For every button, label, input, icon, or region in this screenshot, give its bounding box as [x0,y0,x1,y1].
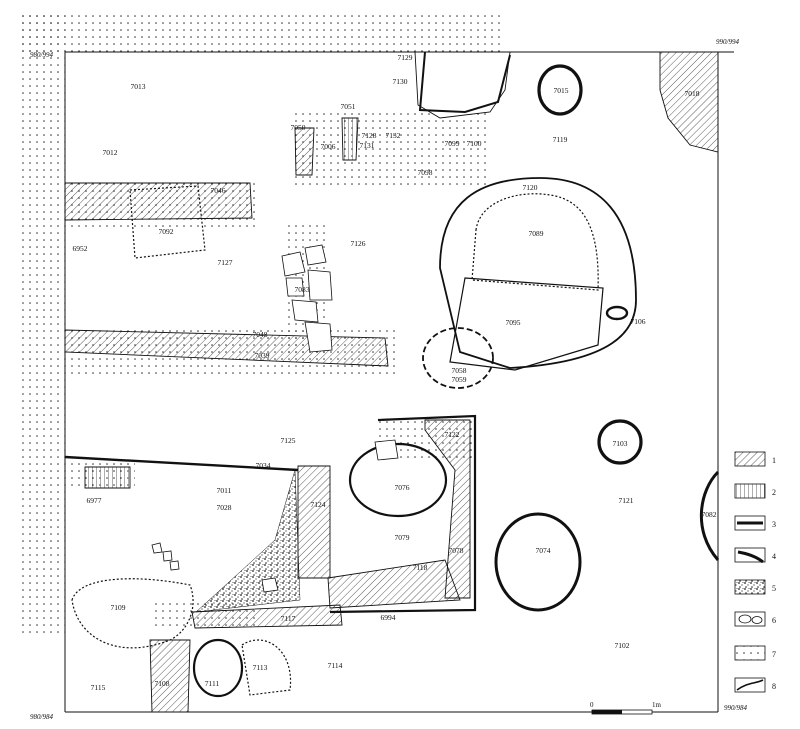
feature-label: 7103 [613,439,628,448]
feature-label: 7113 [253,663,268,672]
pit-7109 [71,578,194,649]
feature-label: 7013 [131,82,146,91]
feature-label: 7051 [341,102,356,111]
legend-label: 6 [772,616,776,625]
feature-label: 7050 [291,123,306,132]
feature-label: 7059 [452,375,467,384]
feature-label: 7118 [413,563,428,572]
feature-label: 7108 [155,679,170,688]
legend-label: 7 [772,650,776,659]
legend-swatch-1 [734,451,766,467]
feature-label: 7015 [554,86,569,95]
feature-label: 7131 [360,141,375,150]
feature-label: 7119 [553,135,568,144]
gravel-area [195,469,301,613]
feature-labels: 7013 7012 7046 7092 6952 7127 7126 7083 … [73,53,717,692]
pit-7074 [494,512,582,612]
legend-label: 2 [772,488,776,497]
legend-swatch-5 [734,579,766,595]
feature-label: 7127 [218,258,233,267]
feature-label: 7117 [281,614,296,623]
pit-7089 [471,193,599,291]
corner-coordinates: 980/994 990/994 980/984 990/984 [30,38,747,721]
corner-bottom-right: 990/984 [724,704,747,712]
walls [64,51,719,713]
corner-bottom-left: 980/984 [30,713,53,721]
feature-label: 7083 [295,285,310,294]
stones [151,244,399,593]
feature-label: 6977 [87,496,102,505]
pit-7082 [699,470,720,561]
feature-label: 7092 [159,227,174,236]
feature-label: 7006 [321,142,336,151]
feature-label: 7102 [615,641,630,650]
feature-label: 7100 [467,139,482,148]
feature-label: 7018 [685,89,700,98]
feature-label: 7130 [393,77,408,86]
scale-bar: 0 1m [590,701,662,715]
corner-top-left: 980/994 [30,51,53,59]
feature-label: 7111 [205,679,220,688]
feature-label: 7129 [398,53,413,62]
legend-swatch-7 [734,645,766,661]
feature-label: 7098 [418,168,433,177]
pit-7095 [449,277,604,371]
feature-label: 7125 [281,436,296,445]
legend-label: 1 [772,456,776,465]
legend-swatch-8 [734,677,766,693]
feature-label: 7046 [211,186,226,195]
feature-label: 7095 [506,318,521,327]
feature-label: 7106 [631,317,646,326]
scale-start: 0 [590,701,594,709]
feature-label: 7078 [449,546,464,555]
pit-7058 [422,327,494,389]
feature-label: 7122 [445,430,460,439]
feature-label: 7128 [362,131,377,140]
feature-label: 7115 [91,683,106,692]
legend-label: 5 [772,584,776,593]
feature-label: 7039 [255,351,270,360]
feature-label: 7028 [217,503,232,512]
feature-label: 7126 [351,239,366,248]
feature-label: 7058 [452,366,467,375]
thick-walls [64,51,511,614]
feature-label: 7034 [256,461,271,470]
feature-label: 7076 [395,483,410,492]
feature-label: 7124 [311,500,326,509]
pit-7015 [537,64,583,116]
feature-label: 7109 [111,603,126,612]
pit-7120 [439,177,637,369]
feature-label: 7121 [619,496,634,505]
feature-label: 7011 [217,486,232,495]
feature-label: 7132 [386,131,401,140]
legend-label: 8 [772,682,776,691]
pit-7076 [348,442,448,518]
legend: 1 2 3 4 5 6 7 8 [734,451,776,693]
pit-7092 [129,185,206,259]
pit-7106 [605,305,629,321]
pit-7111 [192,638,244,698]
feature-label: 6994 [381,613,396,622]
feature-label: 7114 [328,661,343,670]
feature-label: 7099 [445,139,460,148]
scale-end: 1m [652,701,662,709]
feature-label: 7082 [702,510,717,519]
legend-label: 3 [772,520,776,529]
feature-label: 7012 [103,148,118,157]
pit-7113 [241,639,292,696]
pit-7103 [597,419,643,465]
corner-top-right: 990/994 [716,38,739,46]
feature-label: 6952 [73,244,88,253]
pits [71,64,720,698]
legend-swatch-2 [734,483,766,499]
feature-label: 7089 [529,229,544,238]
feature-label: 7120 [523,183,538,192]
legend-label: 4 [772,552,776,561]
feature-label: 7048 [253,330,268,339]
feature-label: 7074 [536,546,551,555]
feature-label: 7079 [395,533,410,542]
